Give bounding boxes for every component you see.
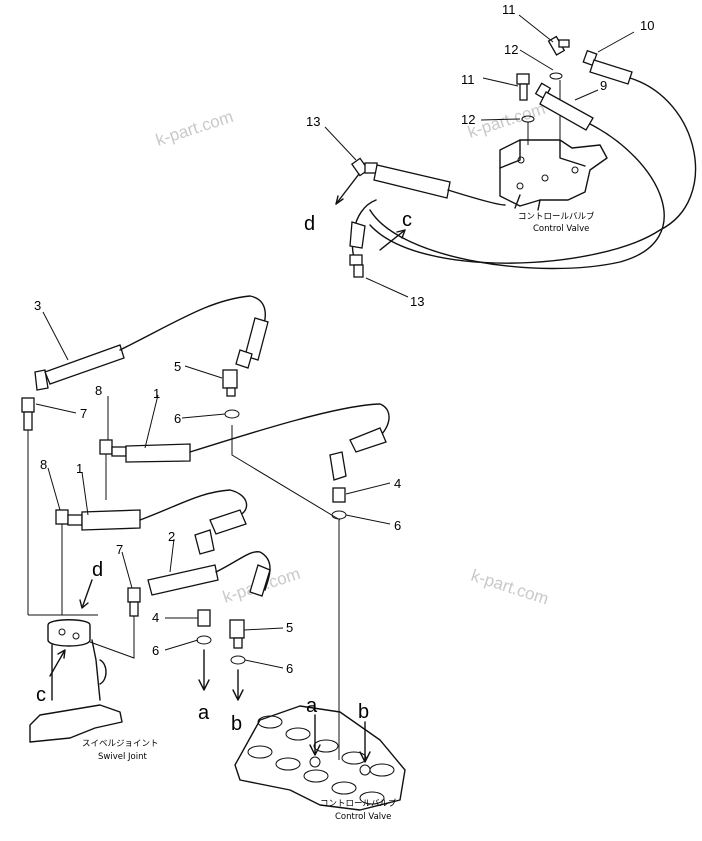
letter-d-swivel: d <box>92 559 103 581</box>
arrow-b-lower <box>232 669 244 701</box>
callout-9: 9 <box>600 78 607 93</box>
callout-4-right: 4 <box>394 476 401 491</box>
callout-7-left: 7 <box>80 406 87 421</box>
o-ring-6-upper <box>224 409 240 419</box>
arrow-b-valve <box>359 721 371 763</box>
elbow-fitting-11-lower <box>516 73 530 101</box>
arrow-a-valve <box>309 714 321 756</box>
control-valve-top-label-jp: コントロールバルブ <box>518 211 595 222</box>
letter-a-valve: a <box>306 695 318 717</box>
callout-6-right: 6 <box>394 518 401 533</box>
callout-10: 10 <box>640 18 654 33</box>
swivel-label-jp: スイベルジョイント <box>82 739 159 749</box>
fitting-5-upper <box>222 369 238 397</box>
watermark-right: k-part.com <box>469 566 551 609</box>
control-valve-bottom <box>234 705 406 811</box>
elbow-fitting-13-lower <box>349 254 364 278</box>
o-ring-6-lower-right <box>230 655 246 665</box>
callout-8-lower: 8 <box>40 457 47 472</box>
fitting-4-lower <box>197 609 211 627</box>
callout-12-upper: 12 <box>504 42 518 57</box>
callout-11-upper: 11 <box>502 2 516 17</box>
hose-9 <box>369 82 665 270</box>
letter-a-lower: a <box>198 702 210 724</box>
callout-11-lower: 11 <box>461 72 475 87</box>
fitting-5-lower <box>229 619 245 649</box>
letter-b-lower: b <box>231 713 242 735</box>
control-valve-top-label-en: Control Valve <box>533 224 589 234</box>
callout-1-lower: 1 <box>76 461 83 476</box>
callout-6-lower-right: 6 <box>286 661 293 676</box>
callout-5-upper: 5 <box>174 359 181 374</box>
watermark-top-right: k-part.com <box>465 99 547 142</box>
elbow-fitting-8-lower <box>55 509 83 526</box>
letter-c-swivel: c <box>36 684 46 706</box>
fitting-7-lower <box>127 587 141 617</box>
o-ring-6-lower-left <box>196 635 212 645</box>
elbow-fitting-11-upper <box>547 35 570 56</box>
control-valve-bottom-label-en: Control Valve <box>335 812 391 822</box>
callout-1-upper: 1 <box>153 386 160 401</box>
o-ring-6-right <box>331 510 347 520</box>
callout-5-lower: 5 <box>286 620 293 635</box>
arrow-a-lower <box>198 649 210 691</box>
letter-d-top: d <box>304 213 315 235</box>
control-valve-top <box>499 139 608 211</box>
hose-13-body <box>373 164 451 199</box>
control-valve-bottom-label-jp: コントロールバルブ <box>320 798 397 809</box>
callout-6-lower-left: 6 <box>152 643 159 658</box>
swivel-joint <box>28 614 123 743</box>
callout-3: 3 <box>34 298 41 313</box>
o-ring-12-upper <box>549 72 563 80</box>
letter-c-top: c <box>402 209 412 231</box>
callout-2: 2 <box>168 529 175 544</box>
callout-7-lower: 7 <box>116 542 123 557</box>
elbow-fitting-8-upper <box>99 439 127 457</box>
watermark-top: k-part.com <box>153 107 235 150</box>
hose-3 <box>34 295 269 391</box>
fitting-4-right <box>332 487 346 503</box>
hose-2 <box>147 551 271 597</box>
callout-13-lower: 13 <box>410 294 424 309</box>
callout-12-lower: 12 <box>461 112 475 127</box>
leader-lines <box>35 14 635 669</box>
elbow-fitting-13-upper <box>350 157 378 177</box>
fitting-7-left <box>21 397 35 431</box>
hose-10 <box>369 49 697 264</box>
callout-8-upper: 8 <box>95 383 102 398</box>
callout-4-lower: 4 <box>152 610 159 625</box>
swivel-label-en: Swivel Joint <box>98 752 147 762</box>
hose-1-lower <box>81 509 141 531</box>
letter-b-valve: b <box>358 701 369 723</box>
hose-1-upper <box>125 443 191 463</box>
callout-6-upper: 6 <box>174 411 181 426</box>
callout-13-upper: 13 <box>306 114 320 129</box>
